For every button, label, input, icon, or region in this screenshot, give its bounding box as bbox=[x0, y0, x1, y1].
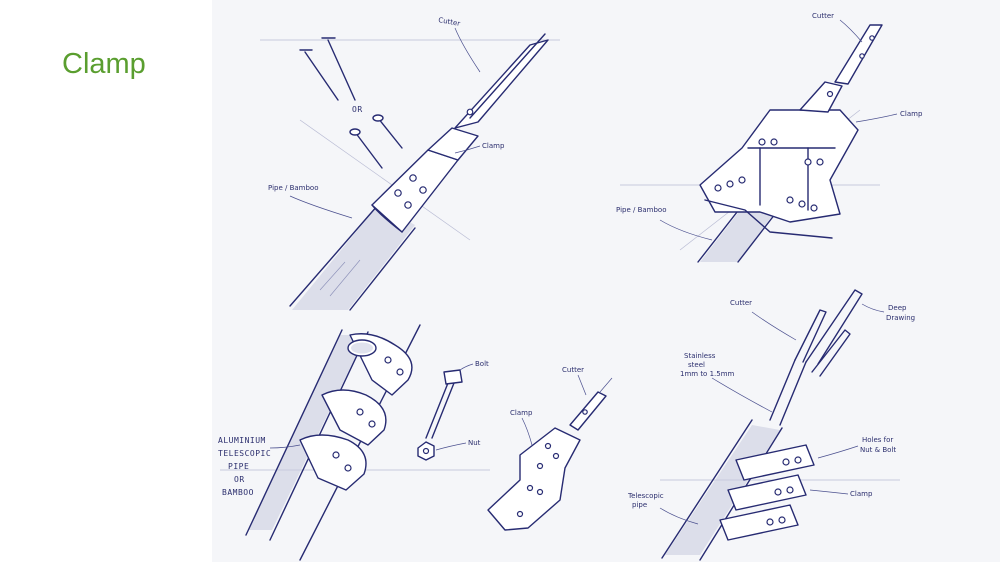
sketch-5-telescopic-label: Telescopic bbox=[627, 492, 664, 500]
sketch-2-clamp-label: Clamp bbox=[900, 110, 923, 118]
sketch-3-bamboo-label: BAMBOO bbox=[222, 488, 254, 497]
sketch-5-deep-drawing-clamp: Cutter Deep Drawing Stainless steel 1mm … bbox=[627, 289, 915, 561]
sketch-5-stainless-label: Stainless bbox=[684, 352, 716, 360]
sketch-5-clamp-label: Clamp bbox=[850, 490, 873, 498]
sketch-5-cutter-label: Cutter bbox=[730, 299, 752, 307]
sketch-4-flat-clamp-blank: Clamp Cutter bbox=[487, 366, 613, 531]
sketch-3-bolted-wrap: Bolt Nut ALUMINIUM TELESCOPIC PIPE OR BA… bbox=[218, 324, 490, 561]
sketch-3-bolt-label: Bolt bbox=[475, 360, 489, 368]
sketch-2-wrap-clamp: Cutter Clamp Pipe / Bamboo bbox=[616, 12, 923, 263]
sketch-1-pipe-label: Pipe / Bamboo bbox=[268, 184, 319, 192]
page-title: Clamp bbox=[62, 48, 146, 80]
sketch-5-nut-bolt-label: Nut & Bolt bbox=[860, 446, 896, 454]
sketch-5-thickness-label: 1mm to 1.5mm bbox=[680, 370, 735, 378]
sketch-2-cutter-label: Cutter bbox=[812, 12, 834, 20]
sketch-3-aluminium-label: ALUMINIUM bbox=[218, 436, 266, 445]
sketch-3-pipe-label: PIPE bbox=[228, 462, 249, 471]
sketch-3-or-label: OR bbox=[234, 475, 245, 484]
sketch-3-telescopic-label: TELESCOPIC bbox=[218, 449, 271, 458]
sketch-2-pipe-label: Pipe / Bamboo bbox=[616, 206, 667, 214]
sketch-4-clamp-label: Clamp bbox=[510, 409, 533, 417]
sketch-3-nut-label: Nut bbox=[468, 439, 481, 447]
sketch-1-cutter-label: Cutter bbox=[438, 16, 461, 28]
sketch-5-deep-label: Deep bbox=[888, 304, 907, 312]
sketch-5-pipe-label: pipe bbox=[632, 501, 647, 509]
sketch-1-clamp-label: Clamp bbox=[482, 142, 505, 150]
sketch-5-steel-label: steel bbox=[688, 361, 705, 369]
sketch-4-cutter-label: Cutter bbox=[562, 366, 584, 374]
sketch-5-drawing-label: Drawing bbox=[886, 314, 915, 322]
sketch-1-or-label: OR bbox=[352, 105, 363, 114]
sketch-1-clamp-on-pipe: OR Cutter Clamp Pipe / Bamboo bbox=[260, 16, 560, 311]
sketch-5-holes-label: Holes for bbox=[862, 436, 893, 444]
